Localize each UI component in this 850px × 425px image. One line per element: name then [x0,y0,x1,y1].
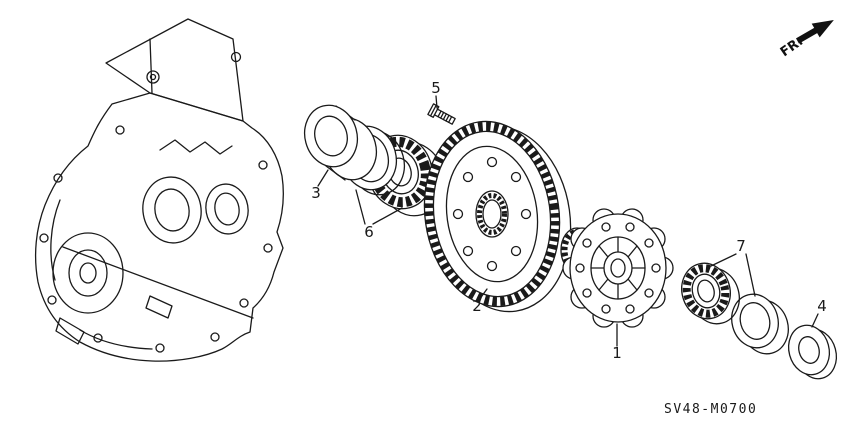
housing-slot [145,295,173,319]
housing-bore-2 [205,183,249,235]
gear-bolt-hole [462,171,474,183]
gear-bolt-hole [520,208,532,220]
washer-inner [798,336,820,364]
housing-boss-hole-inner [149,73,157,81]
housing-boss-hole-right [230,51,242,63]
collar-tangent-bottom [325,165,346,181]
part-4-washer [787,324,838,380]
housing-tab [55,317,85,345]
housing-bolt-hole [239,298,249,308]
gear-face-ring [445,145,539,283]
housing-inner-rim [50,199,61,281]
housing-bolt-hole [258,160,268,170]
housing-inner-rim-2 [79,329,153,350]
housing-bolt-hole [53,173,63,183]
callout-label-1: 1 [612,344,622,362]
leader-6b [372,207,403,225]
diff-bolt-hole [582,238,592,248]
side-bearing-rollers [682,264,730,318]
leader-7a [710,253,737,267]
callout-label-6: 6 [364,223,374,241]
part-5-bolt [427,103,456,125]
fr-direction-marker: FR. [778,20,834,60]
housing-slab-fold [149,38,153,94]
diff-bolt-hole [644,238,654,248]
housing-bolt-hole [47,295,57,305]
part-2-ring-gear [423,120,572,313]
diff-hub [603,251,633,285]
callout-label-2: 2 [472,297,482,315]
diff-bolt-hole [601,304,611,314]
diff-bolt-hole [651,263,661,273]
collar-front-inner [314,115,348,157]
housing-bolt-hole [93,333,103,343]
transmission-housing [34,18,284,362]
diff-spokes [590,236,646,300]
leader-7b [745,253,756,297]
housing-bore-1-inner [154,188,190,232]
housing-bolt-hole [39,233,49,243]
callout-label-4: 4 [817,297,827,315]
side-race-inner [739,302,771,340]
part-7-bearing-and-race [681,262,789,355]
callout-label-3: 3 [311,184,321,202]
drawing-code: SV48-M0700 [664,402,757,417]
leader-4 [811,313,819,328]
diff-bolt-hole [582,288,592,298]
diff-bolt-hole [644,288,654,298]
gear-teeth [424,121,560,307]
housing-boss-large-inner [79,262,97,284]
part-3-collar [303,104,378,181]
housing-bore-2-inner [214,192,240,226]
housing-top-slab [105,18,244,122]
bolt-head-facet [429,104,437,117]
gear-bolt-hole [510,245,522,257]
leader-5 [435,95,438,109]
housing-edge-line [62,246,254,319]
housing-bolt-hole [263,243,273,253]
housing-boss-large [52,232,124,314]
housing-bore-1 [142,176,202,244]
diff-bolt-hole [601,222,611,232]
gear-hub-splines [477,193,507,235]
diff-bolt-hole [625,222,635,232]
part-1-differential-assembly [560,208,674,328]
housing-boss-large-mid [68,249,108,297]
fr-arrow-icon [795,20,834,44]
callout-label-7: 7 [736,237,746,255]
leader-2 [478,288,488,301]
diff-bolt-hole [625,304,635,314]
gear-bolt-hole [486,260,498,272]
leader-6a [355,189,366,225]
housing-boss-hole [146,70,160,84]
leader-3 [317,169,329,187]
side-bearing-bore [697,279,715,303]
gear-bolt-hole [452,208,464,220]
housing-bolt-hole [210,332,220,342]
gear-bore [482,199,502,229]
gear-bolt-hole [510,171,522,183]
housing-rib-zigzag [159,139,233,155]
gear-bolt-hole [462,245,474,257]
housing-bolt-hole [115,125,125,135]
diff-bore [610,258,626,278]
diff-bolt-hole [575,263,585,273]
housing-body-outline [34,92,284,362]
housing-bolt-hole [155,343,165,353]
callout-label-5: 5 [431,79,441,97]
bolt-threads [437,110,453,123]
leader-lines [317,95,819,347]
gear-bolt-hole [486,156,498,168]
